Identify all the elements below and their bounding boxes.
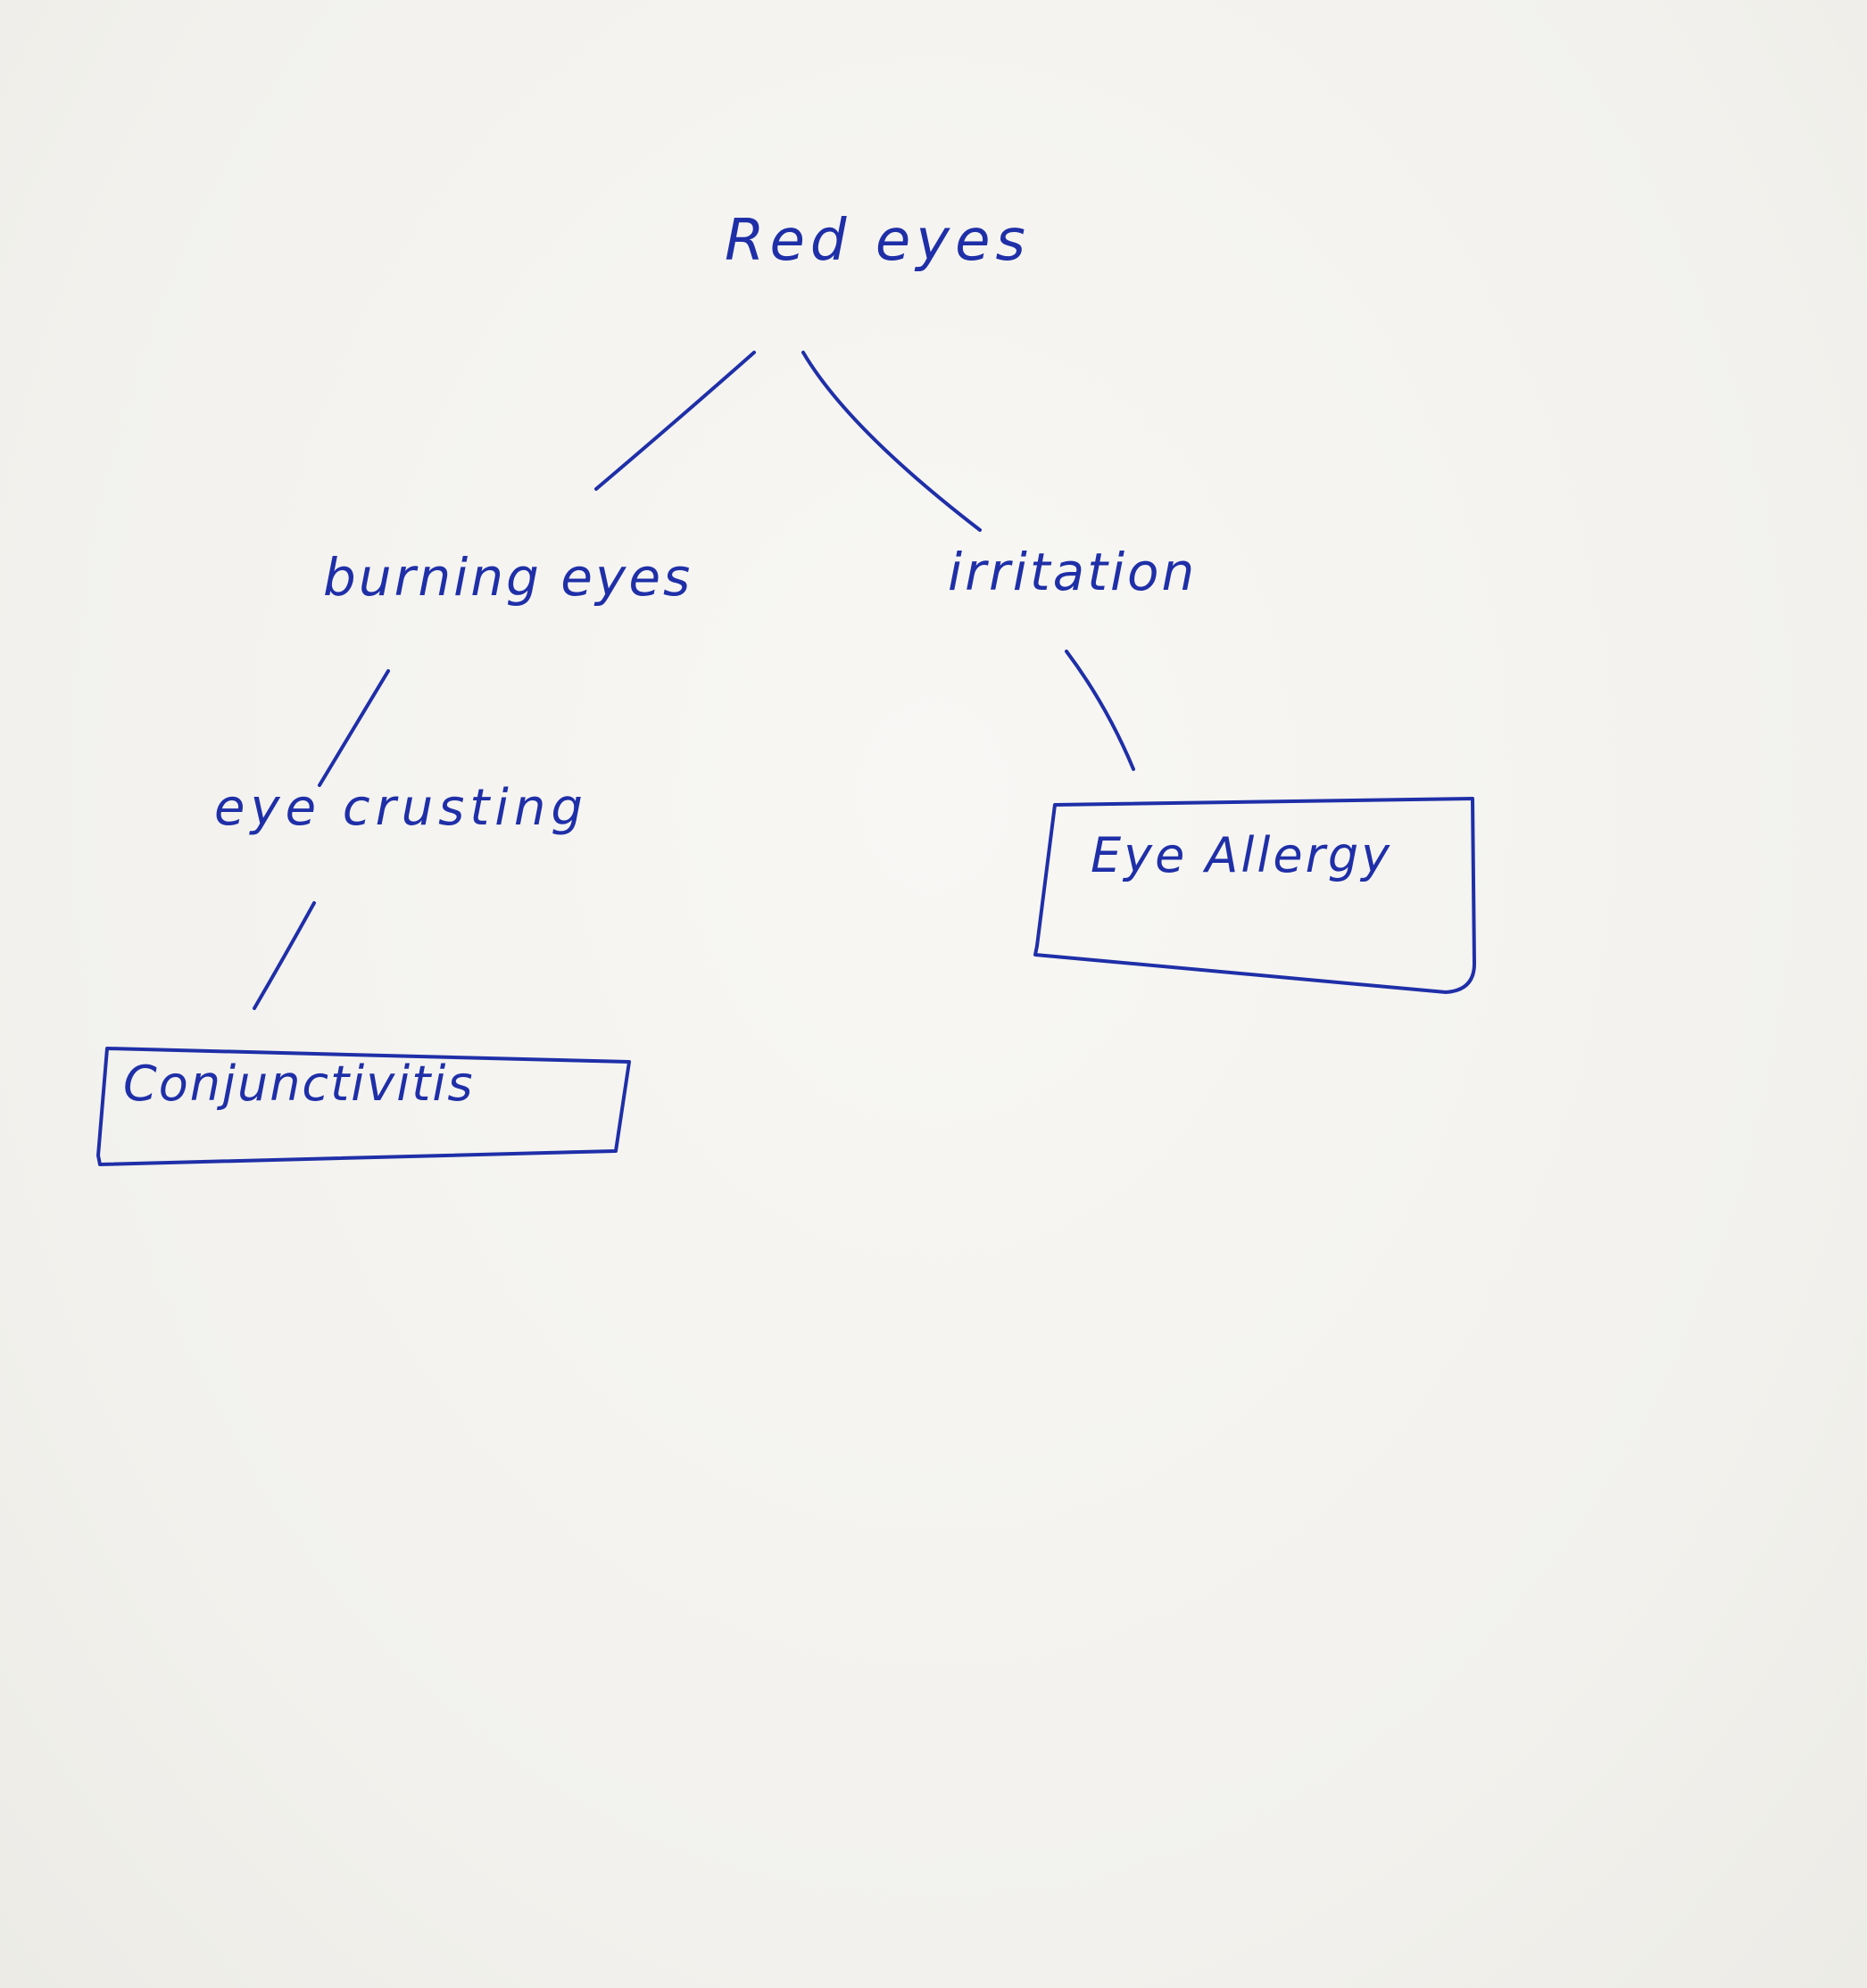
node-conjunctivitis: Conjunctivitis bbox=[123, 1056, 475, 1112]
edge-root-to-irritation bbox=[801, 351, 982, 532]
node-red-eyes: Red eyes bbox=[725, 208, 1031, 274]
edge-irritation-to-allergy bbox=[1065, 650, 1135, 771]
node-burning-eyes: burning eyes bbox=[323, 547, 693, 608]
edge-burning-to-crusting bbox=[318, 669, 390, 787]
node-eye-crusting: eye crusting bbox=[214, 779, 588, 837]
box-conjunctivitis bbox=[96, 1047, 631, 1166]
node-eye-allergy: Eye Allergy bbox=[1091, 827, 1393, 883]
edge-root-to-burning bbox=[594, 351, 756, 491]
edge-crusting-to-conjunctivitis bbox=[253, 901, 316, 1010]
node-irritation: irritation bbox=[948, 542, 1198, 602]
box-eye-allergy bbox=[1033, 797, 1476, 994]
